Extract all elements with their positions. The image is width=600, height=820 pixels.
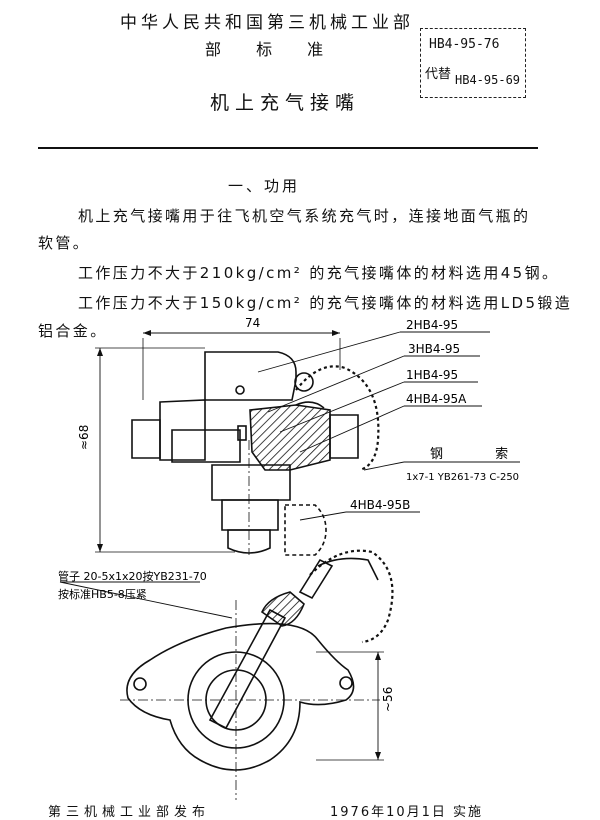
document-title: 机上充气接嘴 (210, 92, 361, 114)
paragraph-2: 工作压力不大于210kg/cm² 的充气接嘴体的材料选用45钢。 (78, 264, 560, 282)
part-label-4b: 4HB4-95B (350, 498, 410, 512)
footer-publisher: 第三机械工业部发布 (48, 805, 211, 820)
footer-date: 1976年10月1日 实施 (330, 805, 484, 820)
pipe-label: 管子 20-5x1x20按YB231-70 (58, 569, 207, 583)
dim-bottom-label: ~56 (381, 687, 395, 712)
paragraph-3-line-1: 工作压力不大于150kg/cm² 的充气接嘴体的材料选用LD5锻造 (78, 294, 573, 312)
ministry-name: 中华人民共和国第三机械工业部 (120, 13, 414, 33)
part-leaders (59, 331, 520, 619)
standard-kind: 部 标 准 (205, 40, 326, 59)
header-rule (38, 147, 538, 149)
cable-label: 钢 索 (430, 447, 532, 462)
standard-code-box: HB4-95-76 代替 HB4-95-69 (420, 28, 526, 98)
nozzle-body-plan-view (120, 549, 394, 800)
paragraph-1-line-1: 机上充气接嘴用于往飞机空气系统充气时，连接地面气瓶的 (78, 207, 531, 225)
standard-code: HB4-95-76 (429, 37, 500, 52)
dim-height-label: ≈68 (77, 425, 91, 450)
paragraph-3-line-2: 铝合金。 (38, 322, 108, 340)
replaces-label: 代替 (425, 67, 452, 82)
pipe-note: 按标准HB5-8压紧 (58, 587, 147, 601)
part-label-3: 3HB4-95 (408, 342, 460, 356)
section-heading: 一、功用 (228, 177, 301, 195)
part-label-1: 1HB4-95 (406, 368, 458, 382)
cable-spec: 1x7-1 YB261-73 C-250 (406, 472, 519, 483)
paragraph-1-line-2: 软管。 (38, 234, 91, 252)
part-label-2: 2HB4-95 (406, 318, 458, 332)
nozzle-body-side-view (131, 351, 380, 556)
replaces-code: HB4-95-69 (455, 73, 521, 87)
part-label-4a: 4HB4-95A (406, 392, 467, 406)
dim-width-label: 74 (245, 316, 260, 330)
